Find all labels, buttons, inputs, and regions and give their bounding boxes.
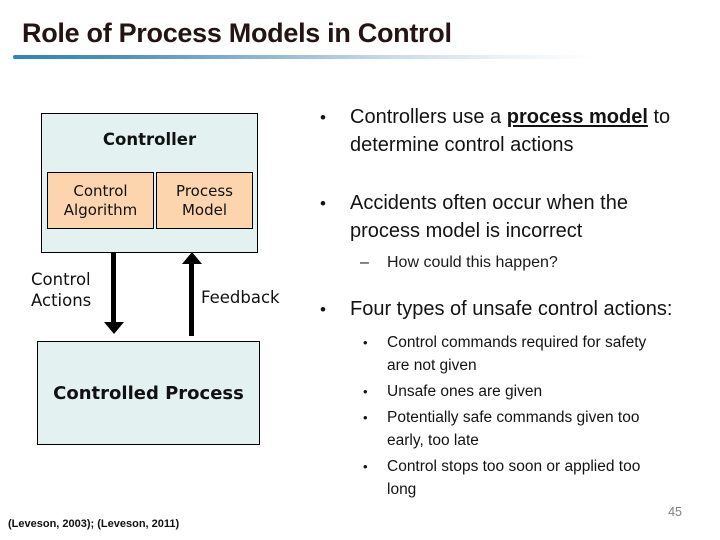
bullet-accidents: • Accidents often occur when the process… [320, 190, 720, 245]
page-title: Role of Process Models in Control [22, 18, 452, 48]
dash-marker: – [360, 254, 369, 271]
sub-bullet-marker: • [363, 409, 368, 425]
sub-bullet-stops-too-soon: • Control stops too soon or applied too … [320, 455, 720, 501]
control-actions-label: Control Actions [31, 270, 92, 310]
sub-bullet-marker: • [363, 383, 368, 399]
sub-bullet-text: Control stops too soon or applied too lo… [387, 457, 641, 498]
bullet-text-post: to determine control actions [350, 106, 671, 156]
page-number: 45 [668, 505, 682, 519]
controller-label: Controller [102, 130, 197, 149]
citation: (Leveson, 2003); (Leveson, 2011) [8, 518, 180, 530]
process-model-box: Process Model [156, 172, 253, 229]
controlled-process-box: Controlled Process [37, 341, 260, 445]
feedback-label: Feedback [201, 288, 280, 307]
bullet-text-pre: Controllers use a [350, 106, 507, 128]
sub-bullet-too-early-late: • Potentially safe commands given too ea… [320, 406, 720, 452]
bullet-controllers-use: • Controllers use a process model to det… [320, 104, 720, 159]
sub-bullet-commands-not-given: • Control commands required for safety a… [320, 331, 720, 377]
sub-bullet-text: Unsafe ones are given [387, 382, 543, 400]
sub-bullet-text: How could this happen? [387, 254, 558, 271]
bullet-text: Controllers use a process model to deter… [350, 104, 670, 159]
control-algorithm-box: Control Algorithm [47, 172, 154, 229]
sub-bullet-text: Potentially safe commands given too earl… [387, 408, 640, 449]
arrow-up-icon [189, 263, 194, 336]
bullet-marker: • [320, 300, 326, 319]
title-underline-rule [13, 55, 611, 59]
sub-bullet-text: Control commands required for safety are… [387, 333, 647, 374]
sub-bullet-how-could: – How could this happen? [320, 252, 720, 273]
arrow-down-head-icon [104, 322, 124, 334]
sub-bullet-marker: • [363, 458, 368, 474]
sub-bullet-unsafe-given: • Unsafe ones are given [320, 380, 720, 403]
bullet-marker: • [320, 194, 326, 213]
sub-bullet-marker: • [363, 334, 368, 350]
arrow-down-icon [111, 253, 116, 323]
bullet-marker: • [320, 108, 326, 127]
bullet-text: Four types of unsafe control actions: [350, 298, 673, 320]
bullet-column: • Controllers use a process model to det… [320, 104, 720, 501]
bullet-text: Accidents often occur when the process m… [350, 192, 628, 242]
bullet-text-highlight: process model [506, 106, 648, 128]
arrow-up-head-icon [182, 252, 202, 264]
bullet-four-types: • Four types of unsafe control actions: [320, 296, 720, 324]
